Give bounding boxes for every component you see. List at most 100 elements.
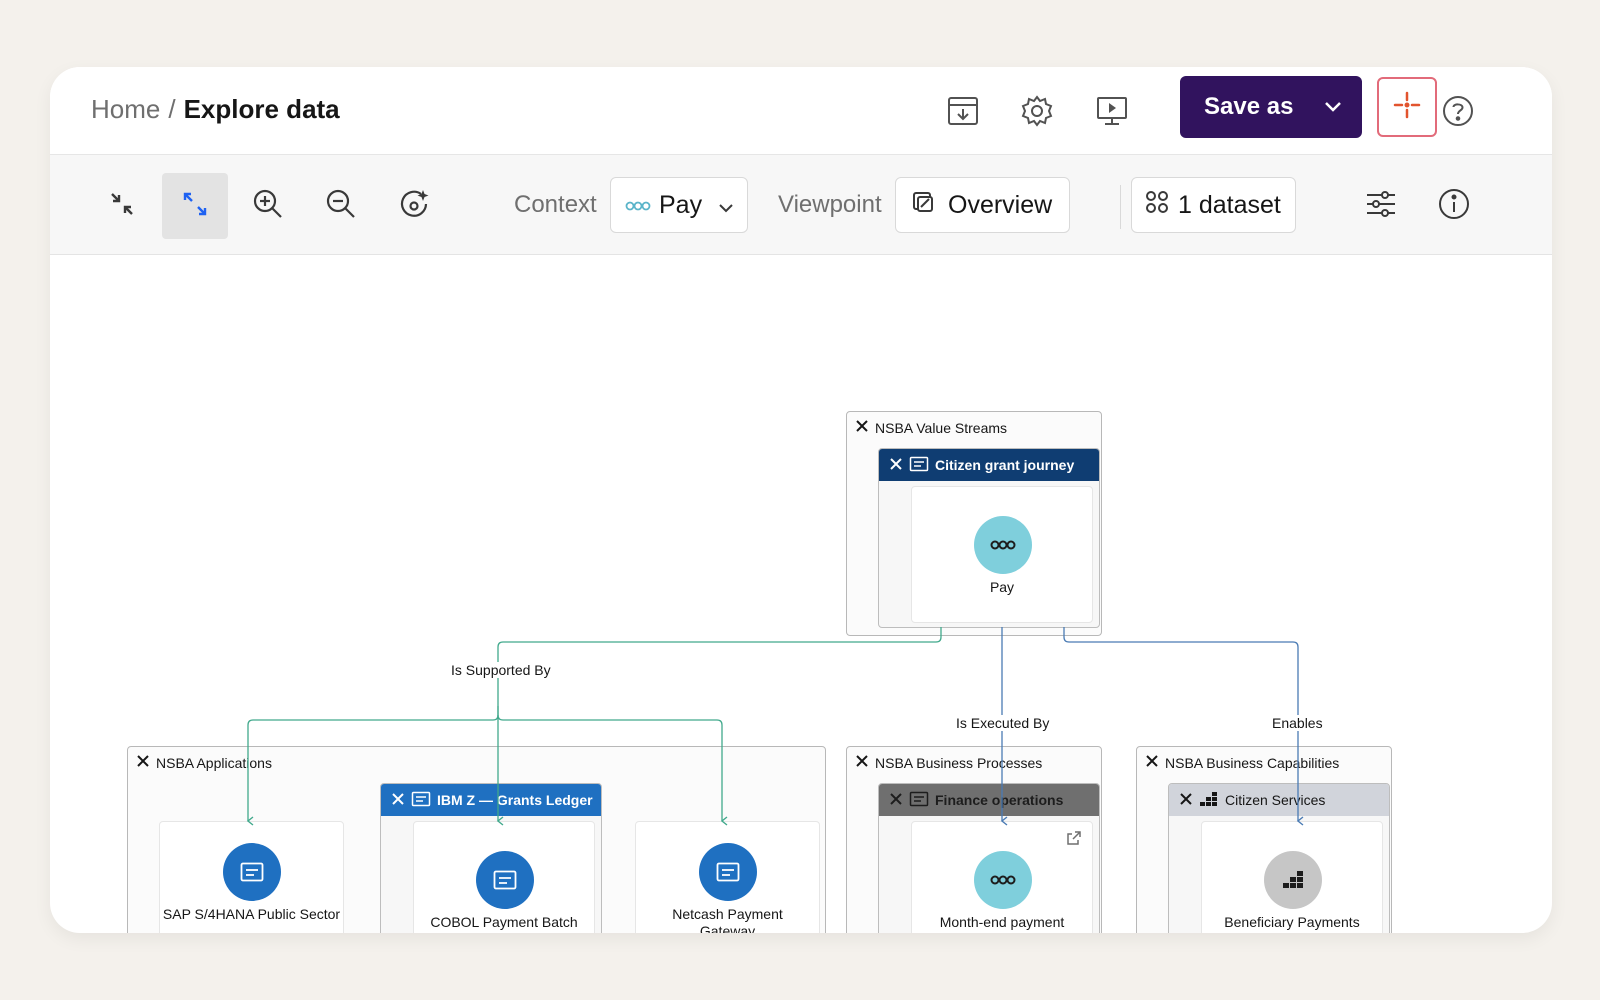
node-netcash-payment-gateway[interactable]: Netcash Payment Gateway [635,821,820,933]
breadcrumb-home-link[interactable]: Home [91,94,161,124]
filter-icon [1364,187,1398,226]
context-value: Pay [659,190,703,219]
context-dropdown[interactable]: Pay [610,177,748,233]
collapse-group-icon[interactable] [136,754,150,771]
fit-icon [397,187,431,226]
subgroup-header: Citizen Services [1169,784,1389,816]
edge-label-executed-by: Is Executed By [954,715,1052,731]
collapse-group-icon[interactable] [855,419,869,436]
dataset-icon [1144,189,1170,222]
collapse-subgroup-icon[interactable] [889,457,903,474]
subgroup-header: IBM Z — Grants Ledger [381,784,601,816]
collapse-subgroup-icon[interactable] [391,792,405,809]
external-link-icon[interactable] [1066,830,1082,851]
node-sap-s4hana[interactable]: SAP S/4HANA Public Sector [159,821,344,933]
download-icon[interactable] [941,89,985,133]
context-label: Context [514,191,597,218]
dataset-count: 1 dataset [1178,190,1281,219]
breadcrumb-separator: / [168,94,176,124]
capability-icon [1199,791,1219,810]
group-value-streams[interactable]: NSBA Value Streams Citizen grant journey [846,411,1102,636]
node-label: Pay [989,579,1015,595]
node-label: COBOL Payment Batch [430,914,578,930]
document-icon [909,791,929,810]
subgroup-title: Citizen grant journey [935,457,1075,473]
subgroup-title: Finance operations [935,792,1064,808]
subgroup-title: IBM Z — Grants Ledger [437,792,593,808]
value-stream-icon [974,516,1032,574]
document-icon [411,791,431,810]
edge-label-supported-by: Is Supported By [449,662,553,678]
application-icon [223,843,281,901]
collapse-button[interactable] [89,173,155,239]
group-title: NSBA Value Streams [875,419,1008,436]
chevron-down-icon [1322,96,1344,125]
group-applications[interactable]: NSBA Applications SAP S/4HANA Public Sec… [127,746,826,933]
document-icon [909,456,929,475]
expand-icon [179,188,211,225]
group-business-capabilities[interactable]: NSBA Business Capabilities Citizen Servi… [1136,746,1392,933]
group-title-row: NSBA Business Capabilities [1145,754,1339,771]
save-as-label: Save as [1204,93,1294,120]
present-icon[interactable] [1090,89,1134,133]
node-label: Beneficiary Payments [1224,914,1360,930]
collapse-subgroup-icon[interactable] [889,792,903,809]
zoom-in-button[interactable] [235,173,301,239]
subgroup-citizen-grant-journey[interactable]: Citizen grant journey Pay [878,448,1100,628]
info-icon [1437,187,1471,226]
breadcrumb: Home/Explore data [91,91,340,127]
group-title-row: NSBA Applications [136,754,272,771]
group-business-processes[interactable]: NSBA Business Processes Finance operatio… [846,746,1102,933]
node-label: Netcash Payment Gateway [672,906,783,933]
info-button[interactable] [1421,173,1487,239]
ai-assistant-button[interactable] [1377,77,1437,137]
collapse-group-icon[interactable] [1145,754,1159,771]
viewpoint-icon [910,189,936,222]
collapse-group-icon[interactable] [855,754,869,771]
node-pay[interactable]: Pay [911,486,1093,623]
value-stream-icon [625,191,651,220]
node-label: Month-end payment [939,914,1065,930]
application-icon [476,851,534,909]
viewpoint-dropdown[interactable]: Overview [895,177,1070,233]
viewpoint-value: Overview [948,190,1053,219]
diagram-canvas[interactable]: NSBA Value Streams Citizen grant journey [50,255,1552,933]
filter-button[interactable] [1348,173,1414,239]
group-title: NSBA Applications [156,754,272,771]
edge-supported-by [497,627,942,706]
group-title: NSBA Business Processes [875,754,1043,771]
node-cobol-payment-batch[interactable]: COBOL Payment Batch [413,821,595,933]
collapse-subgroup-icon[interactable] [1179,792,1193,809]
save-as-button[interactable]: Save as [1180,76,1362,138]
toolbar-divider [1120,185,1121,229]
edge-label-enables: Enables [1270,715,1325,731]
page-title: Explore data [183,94,340,124]
chevron-down-icon [717,195,735,224]
node-month-end-payment[interactable]: Month-end payment [911,821,1093,933]
subgroup-header: Finance operations [879,784,1099,816]
application-icon [699,843,757,901]
gear-icon[interactable] [1015,89,1059,133]
help-icon[interactable] [1436,89,1480,133]
group-title: NSBA Business Capabilities [1165,754,1340,771]
subgroup-title: Citizen Services [1225,792,1326,808]
zoom-out-icon [324,187,358,226]
ai-assistant-icon [1391,89,1423,126]
subgroup-header: Citizen grant journey [879,449,1099,481]
subgroup-finance-operations[interactable]: Finance operations Month-end payment [878,783,1100,933]
node-label: SAP S/4HANA Public Sector [162,906,341,922]
zoom-out-button[interactable] [308,173,374,239]
group-title-row: NSBA Value Streams [855,419,1007,436]
fit-view-button[interactable] [381,173,447,239]
header-bar: Home/Explore data Sa [50,67,1552,155]
process-icon [974,851,1032,909]
subgroup-citizen-services[interactable]: Citizen Services Beneficiary Payments [1168,783,1390,933]
expand-button[interactable] [162,173,228,239]
node-beneficiary-payments[interactable]: Beneficiary Payments [1201,821,1383,933]
zoom-in-icon [251,187,285,226]
dataset-button[interactable]: 1 dataset [1131,177,1296,233]
subgroup-ibm-z-grants-ledger[interactable]: IBM Z — Grants Ledger COBOL Payment Batc… [380,783,602,933]
group-title-row: NSBA Business Processes [855,754,1042,771]
collapse-icon [106,188,138,225]
toolbar: Context Pay Viewpoint Overview [50,155,1552,255]
